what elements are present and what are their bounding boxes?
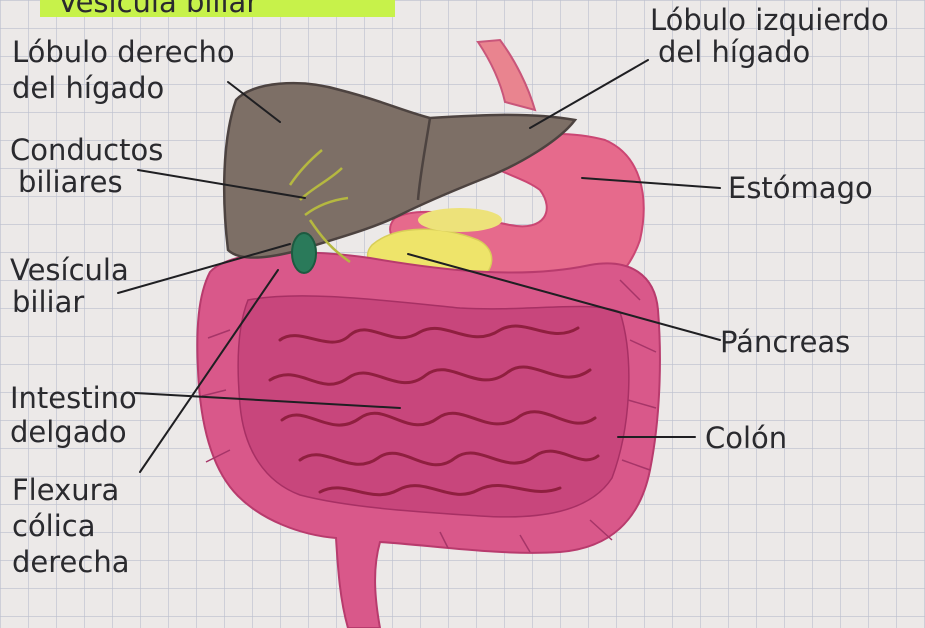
label-flexure-line2: cólica [12,509,96,543]
gallbladder [292,233,316,273]
label-flexure-line3: derecha [12,545,129,579]
label-right-lobe-line1: Lóbulo derecho [12,35,235,69]
label-colon: Colón [705,421,787,455]
label-small-intestine-line1: Intestino [10,381,137,415]
label-gallbladder-line1: Vesícula [10,253,129,287]
page-title: Vesícula biliar [58,0,258,19]
label-left-lobe-line2: del hígado [658,35,810,69]
label-bile-ducts-line1: Conductos [10,133,163,167]
label-pancreas: Páncreas [720,325,850,359]
label-left-lobe-line1: Lóbulo izquierdo [650,3,889,37]
label-stomach: Estómago [728,171,873,205]
label-right-lobe-line2: del hígado [12,71,164,105]
pancreas-body [418,208,502,232]
label-bile-ducts-line2: biliares [18,165,123,199]
label-gallbladder-line2: biliar [12,285,84,319]
label-flexure-line1: Flexura [12,473,119,507]
label-small-intestine-line2: delgado [10,415,127,449]
